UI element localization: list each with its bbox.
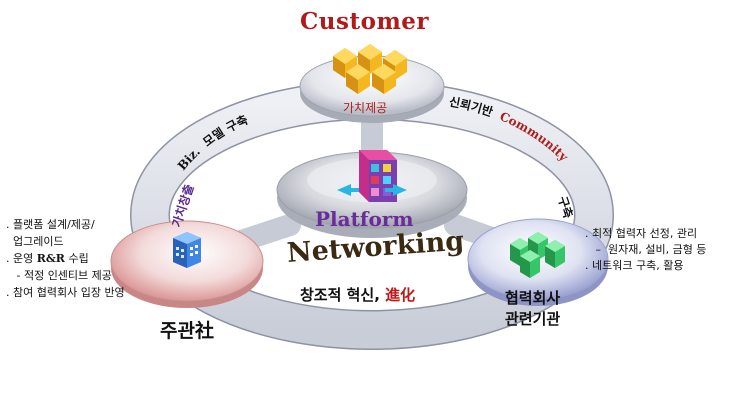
- partner-role-list: . 최적 협력자 선정, 관리 – 원자재, 설비, 금형 등 . 네트워크 구…: [585, 226, 706, 274]
- partner-title-line1: 협력회사: [505, 289, 561, 307]
- customer-subtitle: 가치제공: [343, 101, 388, 115]
- partner-role-item: . 최적 협력자 선정, 관리: [585, 227, 698, 240]
- partner-title-line2: 관련기관: [505, 310, 561, 328]
- ring-label-right-side: 구축: [555, 194, 576, 220]
- blue-building-icon: [173, 232, 201, 268]
- partner-role-item: . 네트워크 구축, 활용: [585, 259, 684, 272]
- platform-title: Platform: [315, 207, 414, 231]
- yellow-buildings-icon: [333, 44, 407, 94]
- host-role-item: 업그레이드: [6, 235, 64, 248]
- host-title: 주관社: [160, 320, 214, 342]
- host-role-item-pre: . 운영: [6, 252, 37, 265]
- innovation-prefix: 창조적 혁신,: [300, 286, 386, 304]
- host-role-item: . 참여 협력회사 입장 반영: [6, 286, 125, 299]
- host-role-item: . 운영 R&R 수립: [6, 250, 125, 267]
- host-role-item-bold: R&R: [36, 252, 65, 265]
- partner-role-item: – 원자재, 설비, 금형 등: [585, 243, 707, 256]
- customer-title: Customer: [300, 8, 430, 35]
- host-role-item-post: 수립: [64, 252, 89, 265]
- host-role-item: - 적정 인센티브 제공: [6, 269, 112, 282]
- host-role-list: . 플랫폼 설계/제공/ 업그레이드 . 운영 R&R 수립 - 적정 인센티브…: [6, 216, 125, 301]
- innovation-label: 창조적 혁신, 進化: [300, 284, 415, 305]
- innovation-highlight: 進化: [385, 286, 416, 304]
- green-buildings-icon: [510, 232, 565, 278]
- host-role-item: . 플랫폼 설계/제공/: [6, 218, 95, 231]
- cube-grid-icon: [337, 150, 407, 202]
